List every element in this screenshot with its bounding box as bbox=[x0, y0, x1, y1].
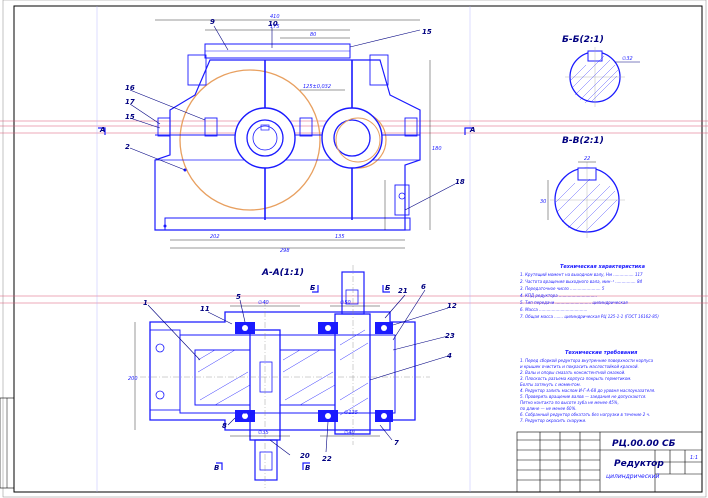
tech-char-line: 7. Общая масса ....... цилиндрическая РЦ… bbox=[520, 314, 659, 319]
tech-req-line: 4. Редуктор залить маслом И-Г-А-68 до ур… bbox=[520, 388, 655, 393]
callout-17: 17 bbox=[125, 98, 135, 106]
keyway-dim-2: 22 bbox=[584, 156, 590, 162]
plan-dim-height: 200 bbox=[128, 376, 138, 382]
dim-bottom-left: 202 bbox=[210, 234, 220, 240]
tech-req-line: Болты затянуть с моментом. bbox=[520, 382, 581, 387]
tech-req-line: и крышек очистить и покрасить маслостойк… bbox=[520, 364, 639, 369]
tech-char-line: 1. Крутящий момент на выходном валу, Нм … bbox=[520, 272, 643, 277]
dim-base-total: 298 bbox=[280, 248, 290, 254]
keyway-dim-1: ∅32 bbox=[622, 56, 633, 62]
drawing-subname: цилиндрический bbox=[606, 473, 660, 480]
tech-req-line: 5. Проверить вращение валов — заедания н… bbox=[520, 394, 647, 399]
callout-1: 1 bbox=[143, 299, 148, 307]
front-view: 410 175 80 125±0,032 202 135 298 180 9 1… bbox=[98, 14, 475, 254]
callout-7: 7 bbox=[394, 439, 399, 447]
drawing-scale: 1:1 bbox=[690, 455, 698, 461]
callout-5: 5 bbox=[236, 293, 241, 301]
tech-char-line: 4. КПД редуктора .......................… bbox=[520, 293, 597, 298]
tech-req-line: по длине — не менее 60%. bbox=[520, 406, 577, 411]
tech-char-line: 2. Частота вращения выходного вала, мин⁻… bbox=[520, 279, 642, 284]
callout-10: 10 bbox=[268, 20, 278, 28]
cut-a-right: А bbox=[469, 126, 475, 134]
cut-v-right: В bbox=[305, 464, 310, 472]
tech-req-line: 7. Редуктор окрасить снаружи. bbox=[520, 418, 586, 423]
drawing-name: Редуктор bbox=[614, 459, 664, 469]
section-b-title: Б-Б(2:1) bbox=[562, 35, 604, 45]
tech-char-line: 3. Передаточное число ..................… bbox=[520, 286, 605, 291]
tech-characteristics: Техническая характеристика 1. Крутящий м… bbox=[520, 264, 659, 319]
sheet-frame bbox=[13, 5, 703, 493]
tech-req-line: 3. Плоскость разъема корпуса покрыть гер… bbox=[520, 376, 632, 381]
callout-2: 2 bbox=[125, 143, 130, 151]
section-v-title: В-В(2:1) bbox=[562, 136, 604, 146]
cut-b-right: Б bbox=[385, 284, 390, 292]
callout-12: 12 bbox=[447, 302, 457, 310]
tech-requirements: Технические требования 1. Перед сборкой … bbox=[520, 349, 655, 423]
plan-dim-right: ∅50 bbox=[340, 300, 351, 306]
callout-16: 16 bbox=[125, 84, 135, 92]
plan-dim-bottom-3: ∅125 bbox=[344, 410, 358, 416]
callout-23: 23 bbox=[445, 332, 455, 340]
section-b-b: Б-Б(2:1) ∅32 bbox=[562, 35, 640, 107]
left-bearing-boss bbox=[234, 107, 296, 169]
callout-21: 21 bbox=[398, 287, 408, 295]
tech-req-line: 6. Собранный редуктор обкатать без нагру… bbox=[520, 412, 650, 417]
callout-20: 20 bbox=[300, 452, 310, 460]
plan-dim-bottom-2: ∅40 bbox=[344, 430, 355, 436]
section-v-v: В-В(2:1) 22 30 bbox=[540, 136, 625, 238]
cut-b-left: Б bbox=[310, 284, 315, 292]
dim-bottom-right: 135 bbox=[335, 234, 345, 240]
tech-char-title: Техническая характеристика bbox=[560, 264, 646, 270]
callout-22: 22 bbox=[322, 455, 332, 463]
dim-top-span-small: 80 bbox=[310, 32, 316, 38]
tech-req-line: 2. Валы и опоры смазать консистентной см… bbox=[520, 370, 626, 375]
right-bearing-boss bbox=[321, 107, 383, 169]
keyway-dim-3: 30 bbox=[540, 199, 546, 205]
large-gear-circle bbox=[179, 69, 321, 211]
title-block bbox=[516, 431, 703, 493]
callout-18: 18 bbox=[455, 178, 465, 186]
tech-char-line: 6. Масса ...............................… bbox=[520, 307, 587, 312]
callout-6: 6 bbox=[421, 283, 426, 291]
dim-top-span: 175 bbox=[270, 24, 280, 30]
dim-overall-width: 410 bbox=[270, 14, 280, 20]
tech-req-line: Пятно контакта по высоте зуба не менее 4… bbox=[520, 400, 619, 405]
dim-height: 180 bbox=[432, 146, 442, 152]
drawing-designation: РЦ.00.00 СБ bbox=[612, 439, 676, 449]
dim-center-distance: 125±0,032 bbox=[303, 84, 331, 90]
cut-a-left: А bbox=[99, 126, 105, 134]
callout-4: 4 bbox=[447, 352, 452, 360]
callout-11: 11 bbox=[200, 305, 210, 313]
cut-v-left: В bbox=[214, 464, 219, 472]
callout-15-top: 15 bbox=[422, 28, 432, 36]
plan-dim-left: ∅50 bbox=[236, 410, 247, 416]
callout-8: 8 bbox=[222, 422, 227, 430]
plan-view-title: А-А(1:1) bbox=[261, 268, 304, 278]
plan-dim-top: ∅40 bbox=[258, 300, 269, 306]
callout-9: 9 bbox=[210, 18, 215, 26]
callout-15-left: 15 bbox=[125, 113, 135, 121]
tech-char-line: 5. Тип передачи ........................… bbox=[520, 300, 628, 305]
tech-req-line: 1. Перед сборкой редуктора внутренние по… bbox=[520, 358, 654, 363]
plan-view: А-А(1:1) bbox=[128, 265, 457, 488]
plan-dim-bottom: ∅35 bbox=[258, 430, 269, 436]
tech-req-title: Технические требования bbox=[565, 349, 638, 356]
